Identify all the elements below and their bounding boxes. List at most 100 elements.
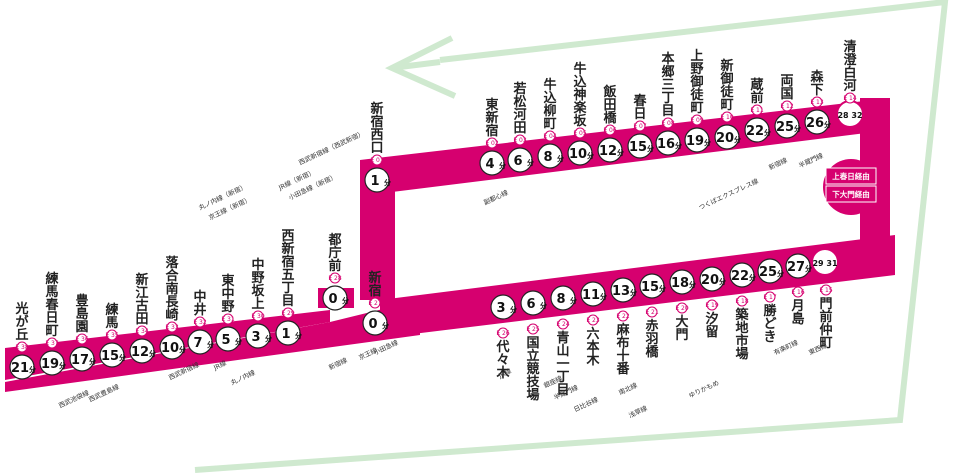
station-code: E 32 — [193, 319, 207, 326]
minute-suffix: 分 — [805, 264, 812, 273]
station-code: E 18 — [735, 298, 749, 305]
minute-suffix: 分 — [630, 288, 637, 297]
time-circle — [774, 113, 800, 139]
time-circle — [627, 133, 653, 159]
transfer-seibu-shinjuku: 西武新宿線（西武新宿） — [297, 128, 366, 166]
time-value: 11 — [582, 288, 600, 303]
time-circle — [699, 266, 725, 292]
time-circle — [362, 310, 388, 336]
time-value: 1 — [281, 327, 290, 342]
time-value: 25 — [759, 265, 777, 280]
terminal-badge-top: 28 32 — [836, 100, 864, 128]
station-name: 新御徒町 — [719, 58, 734, 113]
transfer-nanboku: 南北線 — [617, 380, 639, 397]
station-name: 清澄白河 — [843, 39, 857, 94]
station-code-badge — [634, 120, 646, 132]
transfer-hanzomon-2: 半蔵門線 — [797, 150, 825, 169]
time-circle — [744, 117, 770, 143]
time-value: 12 — [131, 345, 149, 360]
minute-suffix: 分 — [749, 273, 756, 282]
station-name: 練馬春日町 — [44, 271, 59, 339]
minute-suffix: 分 — [510, 305, 517, 314]
time-value: 26 — [806, 116, 824, 131]
minute-suffix: 分 — [704, 138, 711, 147]
station-code: E 36 — [75, 336, 89, 343]
transfer-tx: つくばエクスプレス線 — [697, 176, 760, 212]
station-code-badge — [166, 321, 178, 333]
station-code: E 23 — [586, 317, 600, 324]
minute-suffix: 分 — [600, 292, 607, 301]
station-code: E 30 — [251, 313, 265, 320]
station-code: E 25 — [526, 326, 540, 333]
station-name: 飯田橋 — [602, 84, 617, 126]
time-value: 8 — [543, 150, 552, 165]
station-code-badge — [371, 154, 383, 166]
station-code: E 02 — [485, 140, 499, 147]
station-code: E 33 — [165, 324, 179, 331]
station-code: E 26 — [496, 330, 510, 337]
transfer-fukutoshin: 副都心線 — [482, 187, 510, 206]
time-value: 10 — [569, 147, 587, 162]
minute-suffix: 分 — [149, 349, 156, 358]
station-code: E 29 — [281, 310, 295, 317]
minute-suffix: 分 — [384, 178, 391, 187]
station-name: 春日 — [632, 93, 647, 122]
station-code-badge — [820, 284, 832, 296]
station-code: E 27 — [368, 300, 382, 307]
station-code-badge — [222, 313, 234, 325]
minute-suffix: 分 — [824, 120, 831, 129]
time-value: 20 — [701, 273, 719, 288]
time-circle — [490, 294, 516, 320]
time-value: 15 — [101, 349, 119, 364]
time-value: 18 — [671, 276, 689, 291]
minute-suffix: 分 — [617, 148, 624, 157]
minute-suffix: 分 — [527, 158, 534, 167]
station-name: 汐留 — [705, 311, 718, 340]
station-name: 西新宿五丁目 — [281, 229, 294, 309]
station-code: E 06 — [603, 127, 617, 134]
time-value: 6 — [526, 297, 535, 312]
station-code: E 07 — [633, 123, 647, 130]
station-name: 新江古田 — [135, 272, 148, 327]
time-circle — [129, 338, 155, 364]
transfer-tozai: 東西線 — [807, 340, 829, 357]
